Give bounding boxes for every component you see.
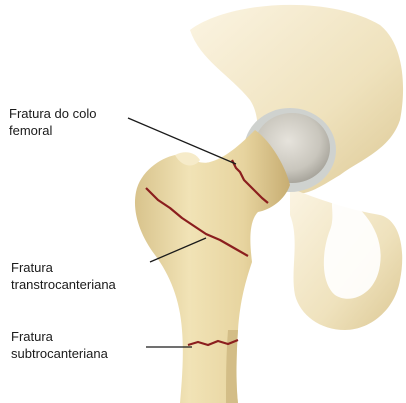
femur <box>135 130 290 403</box>
label-transtrochanteric-line1: Fratura <box>11 259 116 276</box>
label-femoral-neck-line1: Fratura do colo <box>9 105 96 122</box>
label-femoral-neck-line2: femoral <box>9 122 96 139</box>
label-subtrochanteric-fracture: Fratura subtrocanteriana <box>11 328 108 362</box>
label-subtrochanteric-line2: subtrocanteriana <box>11 345 108 362</box>
label-subtrochanteric-line1: Fratura <box>11 328 108 345</box>
label-transtrochanteric-fracture: Fratura transtrocanteriana <box>11 259 116 293</box>
label-femoral-neck-fracture: Fratura do colo femoral <box>9 105 96 139</box>
label-transtrochanteric-line2: transtrocanteriana <box>11 276 116 293</box>
